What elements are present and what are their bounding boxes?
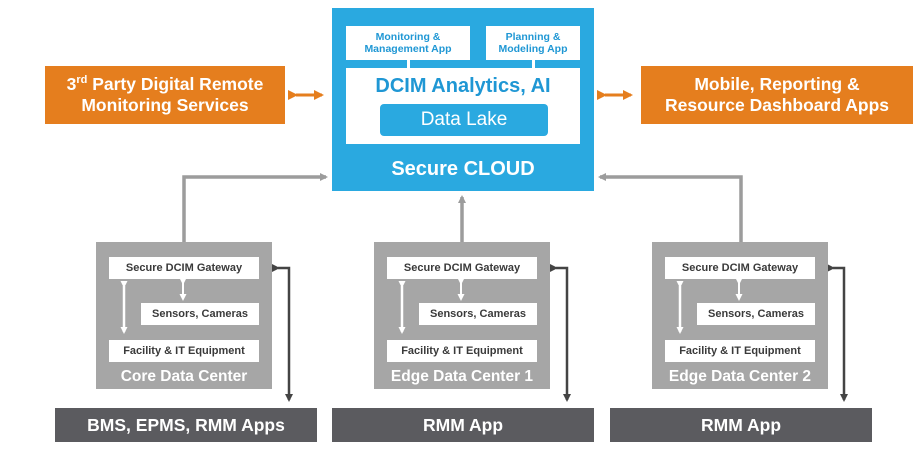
edge2-facility-box: Facility & IT Equipment [665,340,815,362]
app-left-connector [407,60,410,68]
core-facility-box: Facility & IT Equipment [109,340,259,362]
edge2-rmm-app-bar: RMM App [610,408,872,442]
core-data-center-label: Core Data Center [120,368,248,385]
edge2-sensors-box: Sensors, Cameras [697,303,815,325]
data-lake-box: Data Lake [380,104,548,136]
right-service-line2: Resource Dashboard Apps [665,95,889,115]
left-service-line2: Monitoring Services [81,95,249,115]
mobile-reporting-box: Mobile, Reporting & Resource Dashboard A… [641,66,913,124]
left-service-line1-prefix: 3 [66,74,77,94]
app-right-line1: Planning & [505,31,561,43]
edge2-gateway-rmm-arrow [827,264,848,402]
edge2-gateway-box: Secure DCIM Gateway [665,257,815,279]
bms-epms-rmm-apps-bar: BMS, EPMS, RMM Apps [55,408,317,442]
edge1-sensors-box: Sensors, Cameras [419,303,537,325]
dcim-analytics-label: DCIM Analytics, AI [375,75,551,97]
edge1-facility-box: Facility & IT Equipment [387,340,537,362]
app-left-line2: Management App [364,43,452,55]
monitoring-management-app-box: Monitoring & Management App [346,26,470,60]
third-party-monitoring-box: 3rd Party Digital Remote Monitoring Serv… [45,66,285,124]
edge2-to-cloud-arrow [598,173,743,242]
edge1-gateway-box: Secure DCIM Gateway [387,257,537,279]
app-right-connector [532,60,535,68]
core-sensors-box: Sensors, Cameras [141,303,259,325]
edge1-gateway-rmm-arrow [550,264,571,402]
edge2-data-center-label: Edge Data Center 2 [668,368,812,385]
edge1-data-center-label: Edge Data Center 1 [390,368,534,385]
secure-cloud-label: Secure CLOUD [391,158,535,180]
right-service-line1: Mobile, Reporting & [694,74,860,94]
core-gateway-box: Secure DCIM Gateway [109,257,259,279]
core-gateway-bms-arrow [272,264,293,402]
planning-modeling-app-box: Planning & Modeling App [486,26,580,60]
app-right-line2: Modeling App [498,43,568,55]
left-service-line1-sup: rd [76,74,88,87]
edge1-rmm-app-bar: RMM App [332,408,594,442]
app-left-line1: Monitoring & [375,31,441,43]
core-to-cloud-arrow [182,173,328,242]
left-service-line1-rest: Party Digital Remote [87,74,264,94]
